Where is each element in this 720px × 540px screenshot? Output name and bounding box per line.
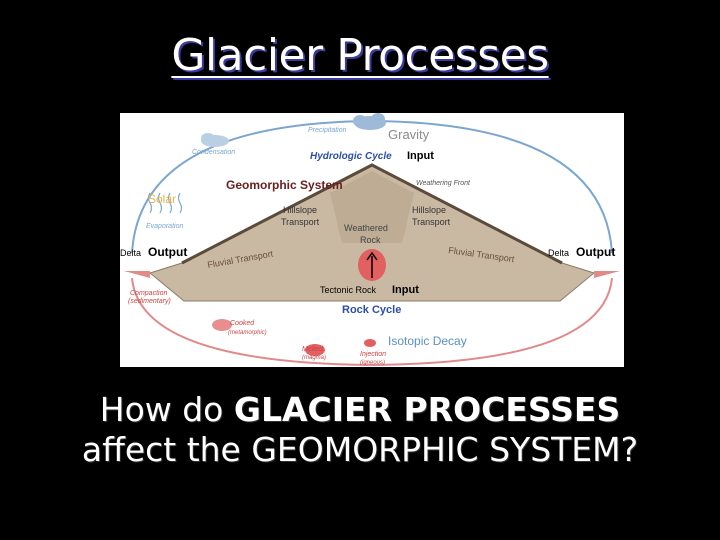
cooked-rock-icon: [212, 319, 232, 331]
rock-cycle-label: Rock Cycle: [342, 304, 401, 316]
melted-rock-icon: [305, 344, 325, 356]
condensation-label: Condensation: [192, 149, 235, 156]
solar-label: Solar: [148, 192, 176, 206]
slide-title: Glacier Processes: [171, 30, 549, 81]
question-emphasis: GLACIER PROCESSES: [233, 390, 621, 429]
gravity-label: Gravity: [388, 127, 430, 142]
hillslope-left-label-1: Hillslope: [283, 205, 317, 215]
diagram-svg: Precipitation Gravity Condensation Hydro…: [120, 113, 620, 367]
question-text: How do GLACIER PROCESSES affect the GEOM…: [0, 390, 720, 470]
delta-right-output-label: Output: [576, 245, 615, 259]
delta-right-label: Delta: [548, 248, 569, 258]
evaporation-icon: [147, 192, 183, 214]
terrain-top-edge: [181, 163, 563, 265]
hillslope-right-label-1: Hillslope: [412, 205, 446, 215]
hydrologic-cycle-label: Hydrologic Cycle: [310, 151, 392, 162]
compaction-label-1: Compaction: [130, 290, 167, 297]
rock-cycle-arc: [131, 277, 613, 367]
injection-rock-icon: [364, 339, 376, 347]
cloud-icon: [353, 113, 386, 130]
cooked-label-1: Cooked: [230, 320, 255, 327]
injection-label-2: (igneous): [360, 360, 385, 366]
tectonic-rock-label: Tectonic Rock: [320, 285, 377, 295]
weathered-rock-label-2: Rock: [360, 235, 381, 245]
condensation-cloud-icon: [201, 133, 229, 147]
isotopic-decay-label: Isotopic Decay: [388, 334, 467, 348]
question-prefix: How do: [99, 390, 234, 429]
precipitation-label: Precipitation: [308, 127, 347, 134]
question-line-2: affect the GEOMORPHIC SYSTEM?: [81, 430, 639, 469]
melted-label-1: Melted: [302, 346, 324, 353]
geomorphic-system-label: Geomorphic System: [226, 178, 343, 192]
evaporation-label: Evaporation: [146, 223, 183, 230]
weathering-front-label: Weathering Front: [416, 180, 471, 187]
delta-left-output-label: Output: [148, 245, 187, 259]
weathered-rock-label-1: Weathered: [344, 223, 388, 233]
injection-label-1: Injection: [360, 351, 386, 358]
cooked-label-2: (metamorphic): [228, 330, 267, 336]
melted-label-2: (magma): [302, 355, 326, 361]
tectonic-rock-icon: [358, 249, 386, 281]
hydrologic-input-label: Input: [407, 150, 434, 162]
tectonic-input-label: Input: [392, 284, 419, 296]
delta-left-label: Delta: [120, 248, 141, 258]
geomorphic-system-diagram: Precipitation Gravity Condensation Hydro…: [120, 113, 624, 367]
delta-left-marker: [124, 271, 150, 278]
hillslope-right-label-2: Transport: [412, 217, 451, 227]
delta-right-marker: [594, 271, 620, 278]
weathered-zone: [330, 171, 414, 243]
hillslope-left-label-2: Transport: [281, 217, 320, 227]
question-line-1: How do GLACIER PROCESSES: [0, 390, 720, 430]
compaction-label-2: (sedimentary): [128, 298, 171, 305]
